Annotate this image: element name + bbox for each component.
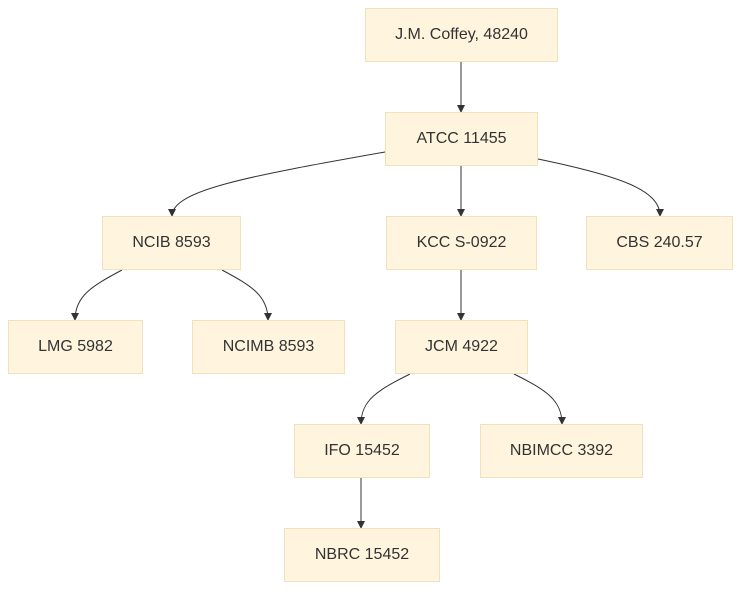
node-label: NCIB 8593: [132, 234, 211, 251]
node-ncimb: NCIMB 8593: [192, 320, 345, 374]
edge-atcc-cbs: [537, 158, 664, 217]
node-ncib: NCIB 8593: [102, 216, 241, 270]
node-label: IFO 15452: [324, 442, 400, 459]
node-label: KCC S-0922: [416, 234, 507, 251]
node-label: J.M. Coffey, 48240: [395, 26, 528, 43]
node-label: NBIMCC 3392: [509, 442, 614, 459]
node-cbs: CBS 240.57: [586, 216, 733, 270]
edge-jcm-nbimcc: [513, 373, 566, 425]
node-label: LMG 5982: [38, 338, 113, 355]
edge-ncib-ncimb: [221, 269, 272, 321]
node-label: JCM 4922: [425, 338, 498, 355]
node-nbrc: NBRC 15452: [284, 528, 440, 582]
edge-ncib-lmg: [71, 269, 123, 321]
edge-jcm-ifo: [357, 373, 411, 425]
node-label: NCIMB 8593: [222, 338, 315, 355]
node-jm-coffey: J.M. Coffey, 48240: [365, 8, 558, 62]
node-kcc: KCC S-0922: [386, 216, 537, 270]
node-label: NBRC 15452: [314, 546, 410, 563]
node-jcm: JCM 4922: [395, 320, 528, 374]
node-label: CBS 240.57: [616, 234, 703, 251]
node-label: ATCC 11455: [416, 130, 507, 147]
node-lmg: LMG 5982: [8, 320, 143, 374]
edge-atcc-ncib: [168, 151, 386, 217]
node-ifo: IFO 15452: [294, 424, 430, 478]
node-atcc: ATCC 11455: [385, 112, 538, 166]
node-nbimcc: NBIMCC 3392: [480, 424, 643, 478]
